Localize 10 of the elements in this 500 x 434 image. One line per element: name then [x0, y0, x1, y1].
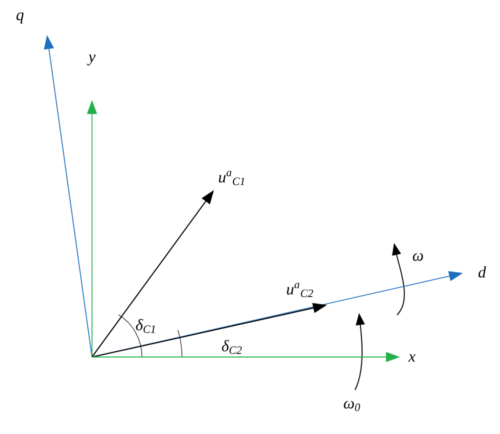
axis-label: y	[87, 54, 96, 66]
symbol-label: ω	[412, 253, 423, 261]
symbol-label: δ$_{C2}$	[222, 340, 242, 354]
symbol-label: ω$_{0}$	[344, 400, 360, 412]
axis-label: q	[16, 12, 24, 24]
axis-label: u$^{a}$C2	[286, 282, 314, 298]
axis-label: u$^{a}$C1	[218, 170, 244, 186]
axis-label: x	[408, 354, 416, 362]
symbol-label: δ$_{C1}$	[136, 319, 155, 333]
axis-label: d	[478, 266, 486, 278]
